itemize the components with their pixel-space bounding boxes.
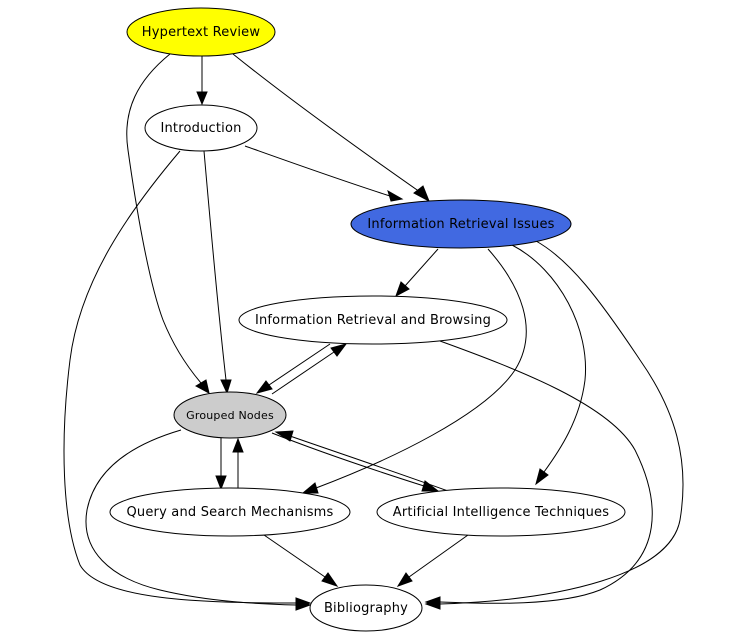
edge-ai-techniques-to-grouped-nodes bbox=[274, 430, 449, 492]
edge-grouped-nodes-to-query-search bbox=[215, 436, 227, 491]
edge-ir-issues-to-bibliography bbox=[424, 240, 684, 610]
edge-grouped-nodes-to-ir-browsing bbox=[271, 343, 348, 395]
node-ir-issues[interactable]: Information Retrieval Issues bbox=[350, 199, 572, 249]
node-grouped-nodes-label: Grouped Nodes bbox=[186, 409, 274, 422]
node-hypertext-review-label: Hypertext Review bbox=[142, 25, 261, 40]
edge-query-search-to-bibliography bbox=[263, 534, 339, 587]
edge-grouped-nodes-to-ai-techniques bbox=[271, 432, 440, 492]
edge-ir-browsing-to-bibliography bbox=[424, 340, 653, 608]
edge-hypertext-review-to-grouped-nodes bbox=[126, 53, 210, 394]
node-ir-issues-shape bbox=[350, 199, 572, 249]
edge-grouped-nodes-to-bibliography bbox=[85, 429, 312, 611]
node-ir-browsing-shape bbox=[238, 295, 508, 345]
node-query-search-shape bbox=[109, 487, 351, 537]
node-introduction[interactable]: Introduction bbox=[144, 104, 258, 152]
nodes: Hypertext Review Introduction Informatio… bbox=[109, 7, 626, 632]
edge-ir-issues-to-query-search bbox=[301, 248, 527, 494]
edge-ir-issues-to-ir-browsing bbox=[395, 248, 439, 298]
edges bbox=[63, 53, 684, 611]
node-bibliography-shape bbox=[309, 584, 423, 632]
edge-ir-browsing-to-grouped-nodes bbox=[255, 343, 331, 394]
node-query-search-label: Query and Search Mechanisms bbox=[126, 505, 333, 520]
node-ir-browsing-label: Information Retrieval and Browsing bbox=[255, 313, 491, 328]
node-introduction-label: Introduction bbox=[160, 121, 241, 136]
edge-introduction-to-ir-issues bbox=[244, 145, 404, 202]
node-ir-issues-label: Information Retrieval Issues bbox=[367, 217, 554, 232]
node-bibliography[interactable]: Bibliography bbox=[309, 584, 423, 632]
edge-hypertext-review-to-ir-issues bbox=[232, 53, 430, 203]
node-hypertext-review-shape bbox=[126, 7, 276, 57]
edge-introduction-to-grouped-nodes bbox=[203, 150, 232, 395]
node-introduction-shape bbox=[144, 104, 258, 152]
edge-ai-techniques-to-bibliography bbox=[396, 534, 469, 587]
edge-introduction-to-bibliography bbox=[63, 150, 312, 609]
node-grouped-nodes[interactable]: Grouped Nodes bbox=[173, 391, 287, 439]
node-ai-techniques[interactable]: Artificial Intelligence Techniques bbox=[376, 487, 626, 537]
node-query-search[interactable]: Query and Search Mechanisms bbox=[109, 487, 351, 537]
edge-hypertext-review-to-introduction bbox=[196, 56, 208, 106]
node-bibliography-label: Bibliography bbox=[324, 601, 408, 616]
node-hypertext-review[interactable]: Hypertext Review bbox=[126, 7, 276, 57]
edge-ir-issues-to-ai-techniques bbox=[511, 244, 587, 486]
edge-query-search-to-grouped-nodes bbox=[232, 437, 244, 490]
node-ai-techniques-label: Artificial Intelligence Techniques bbox=[393, 505, 609, 520]
node-ai-techniques-shape bbox=[376, 487, 626, 537]
node-grouped-nodes-shape bbox=[173, 391, 287, 439]
node-ir-browsing[interactable]: Information Retrieval and Browsing bbox=[238, 295, 508, 345]
